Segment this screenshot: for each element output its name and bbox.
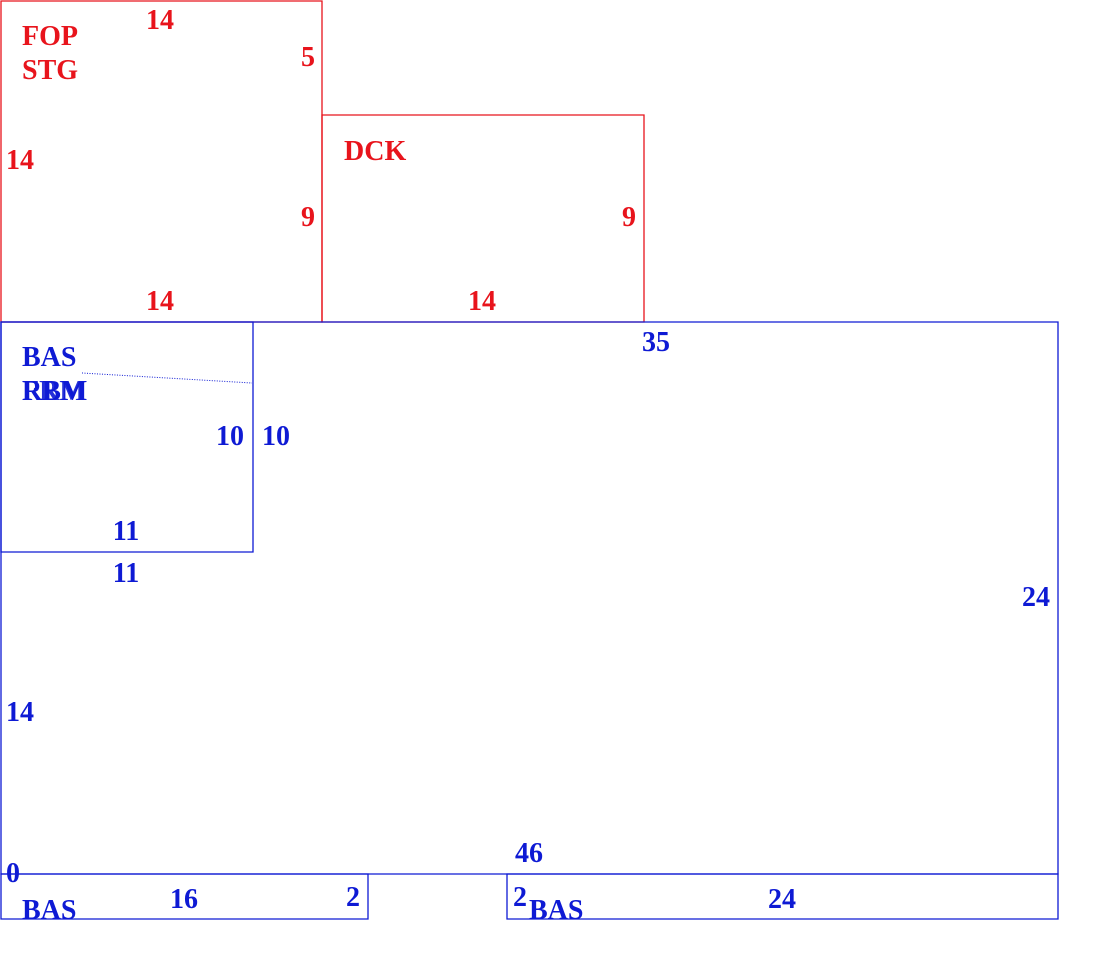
section-fop-stg-label-2: STG <box>22 55 78 86</box>
section-bas-main-dim-top: 35 <box>642 327 670 358</box>
section-bas-bottom-right-outline <box>506 873 1059 920</box>
section-fop-stg-dim-right-upper: 5 <box>301 42 315 73</box>
section-bas-bottom-right-dim-width: 2 <box>513 882 527 913</box>
section-bas-rbm-main-leader-line <box>81 372 253 384</box>
section-bas-main-dim-bottom: 46 <box>515 838 543 869</box>
section-fop-stg-dim-right-lower: 9 <box>301 202 315 233</box>
section-bas-rbm-main-dim-right-inner: 10 <box>216 421 244 452</box>
section-bas-bottom-right-label: BAS <box>529 895 583 926</box>
section-fop-stg: FOP STG 14 5 14 9 14 <box>0 0 323 323</box>
section-bas-rbm-main: BAS RBM FRM 10 10 11 11 <box>0 321 290 589</box>
section-bas-main: 35 24 14 46 0 <box>0 321 1059 889</box>
section-fop-stg-dim-bottom: 14 <box>146 286 174 317</box>
section-fop-stg-label-1: FOP <box>22 21 78 52</box>
section-bas-bottom-left: BAS 16 2 <box>0 873 369 926</box>
section-dck-label: DCK <box>344 136 406 167</box>
section-fop-stg-dim-left: 14 <box>6 145 34 176</box>
section-dck: DCK 9 9 14 <box>321 114 645 323</box>
section-bas-bottom-left-label: BAS <box>22 895 76 926</box>
section-bas-bottom-left-outline <box>0 873 369 920</box>
section-fop-stg-dim-top: 14 <box>146 5 174 36</box>
section-bas-main-outline <box>0 321 1059 875</box>
section-dck-dim-bottom: 14 <box>468 286 496 317</box>
section-bas-bottom-left-dim-length: 16 <box>170 884 198 915</box>
section-bas-main-dim-left: 14 <box>6 697 34 728</box>
section-bas-rbm-main-label-2: RBM <box>22 376 87 407</box>
section-bas-bottom-right: BAS 2 24 <box>506 873 1059 926</box>
section-bas-rbm-main-outline <box>0 321 254 553</box>
section-dck-dim-right: 9 <box>622 202 636 233</box>
section-bas-bottom-left-dim-width: 2 <box>346 882 360 913</box>
section-bas-bottom-right-dim-length: 24 <box>768 884 796 915</box>
section-bas-rbm-main-dim-right-outer: 10 <box>262 421 290 452</box>
section-bas-rbm-main-label-1: BAS <box>22 342 76 373</box>
section-bas-main-dim-right: 24 <box>1022 582 1050 613</box>
section-bas-rbm-main-dim-bottom-outer: 11 <box>113 558 139 589</box>
section-bas-rbm-main-label-3: FRM <box>22 376 86 407</box>
section-bas-rbm-main-dim-bottom-inner: 11 <box>113 516 139 547</box>
